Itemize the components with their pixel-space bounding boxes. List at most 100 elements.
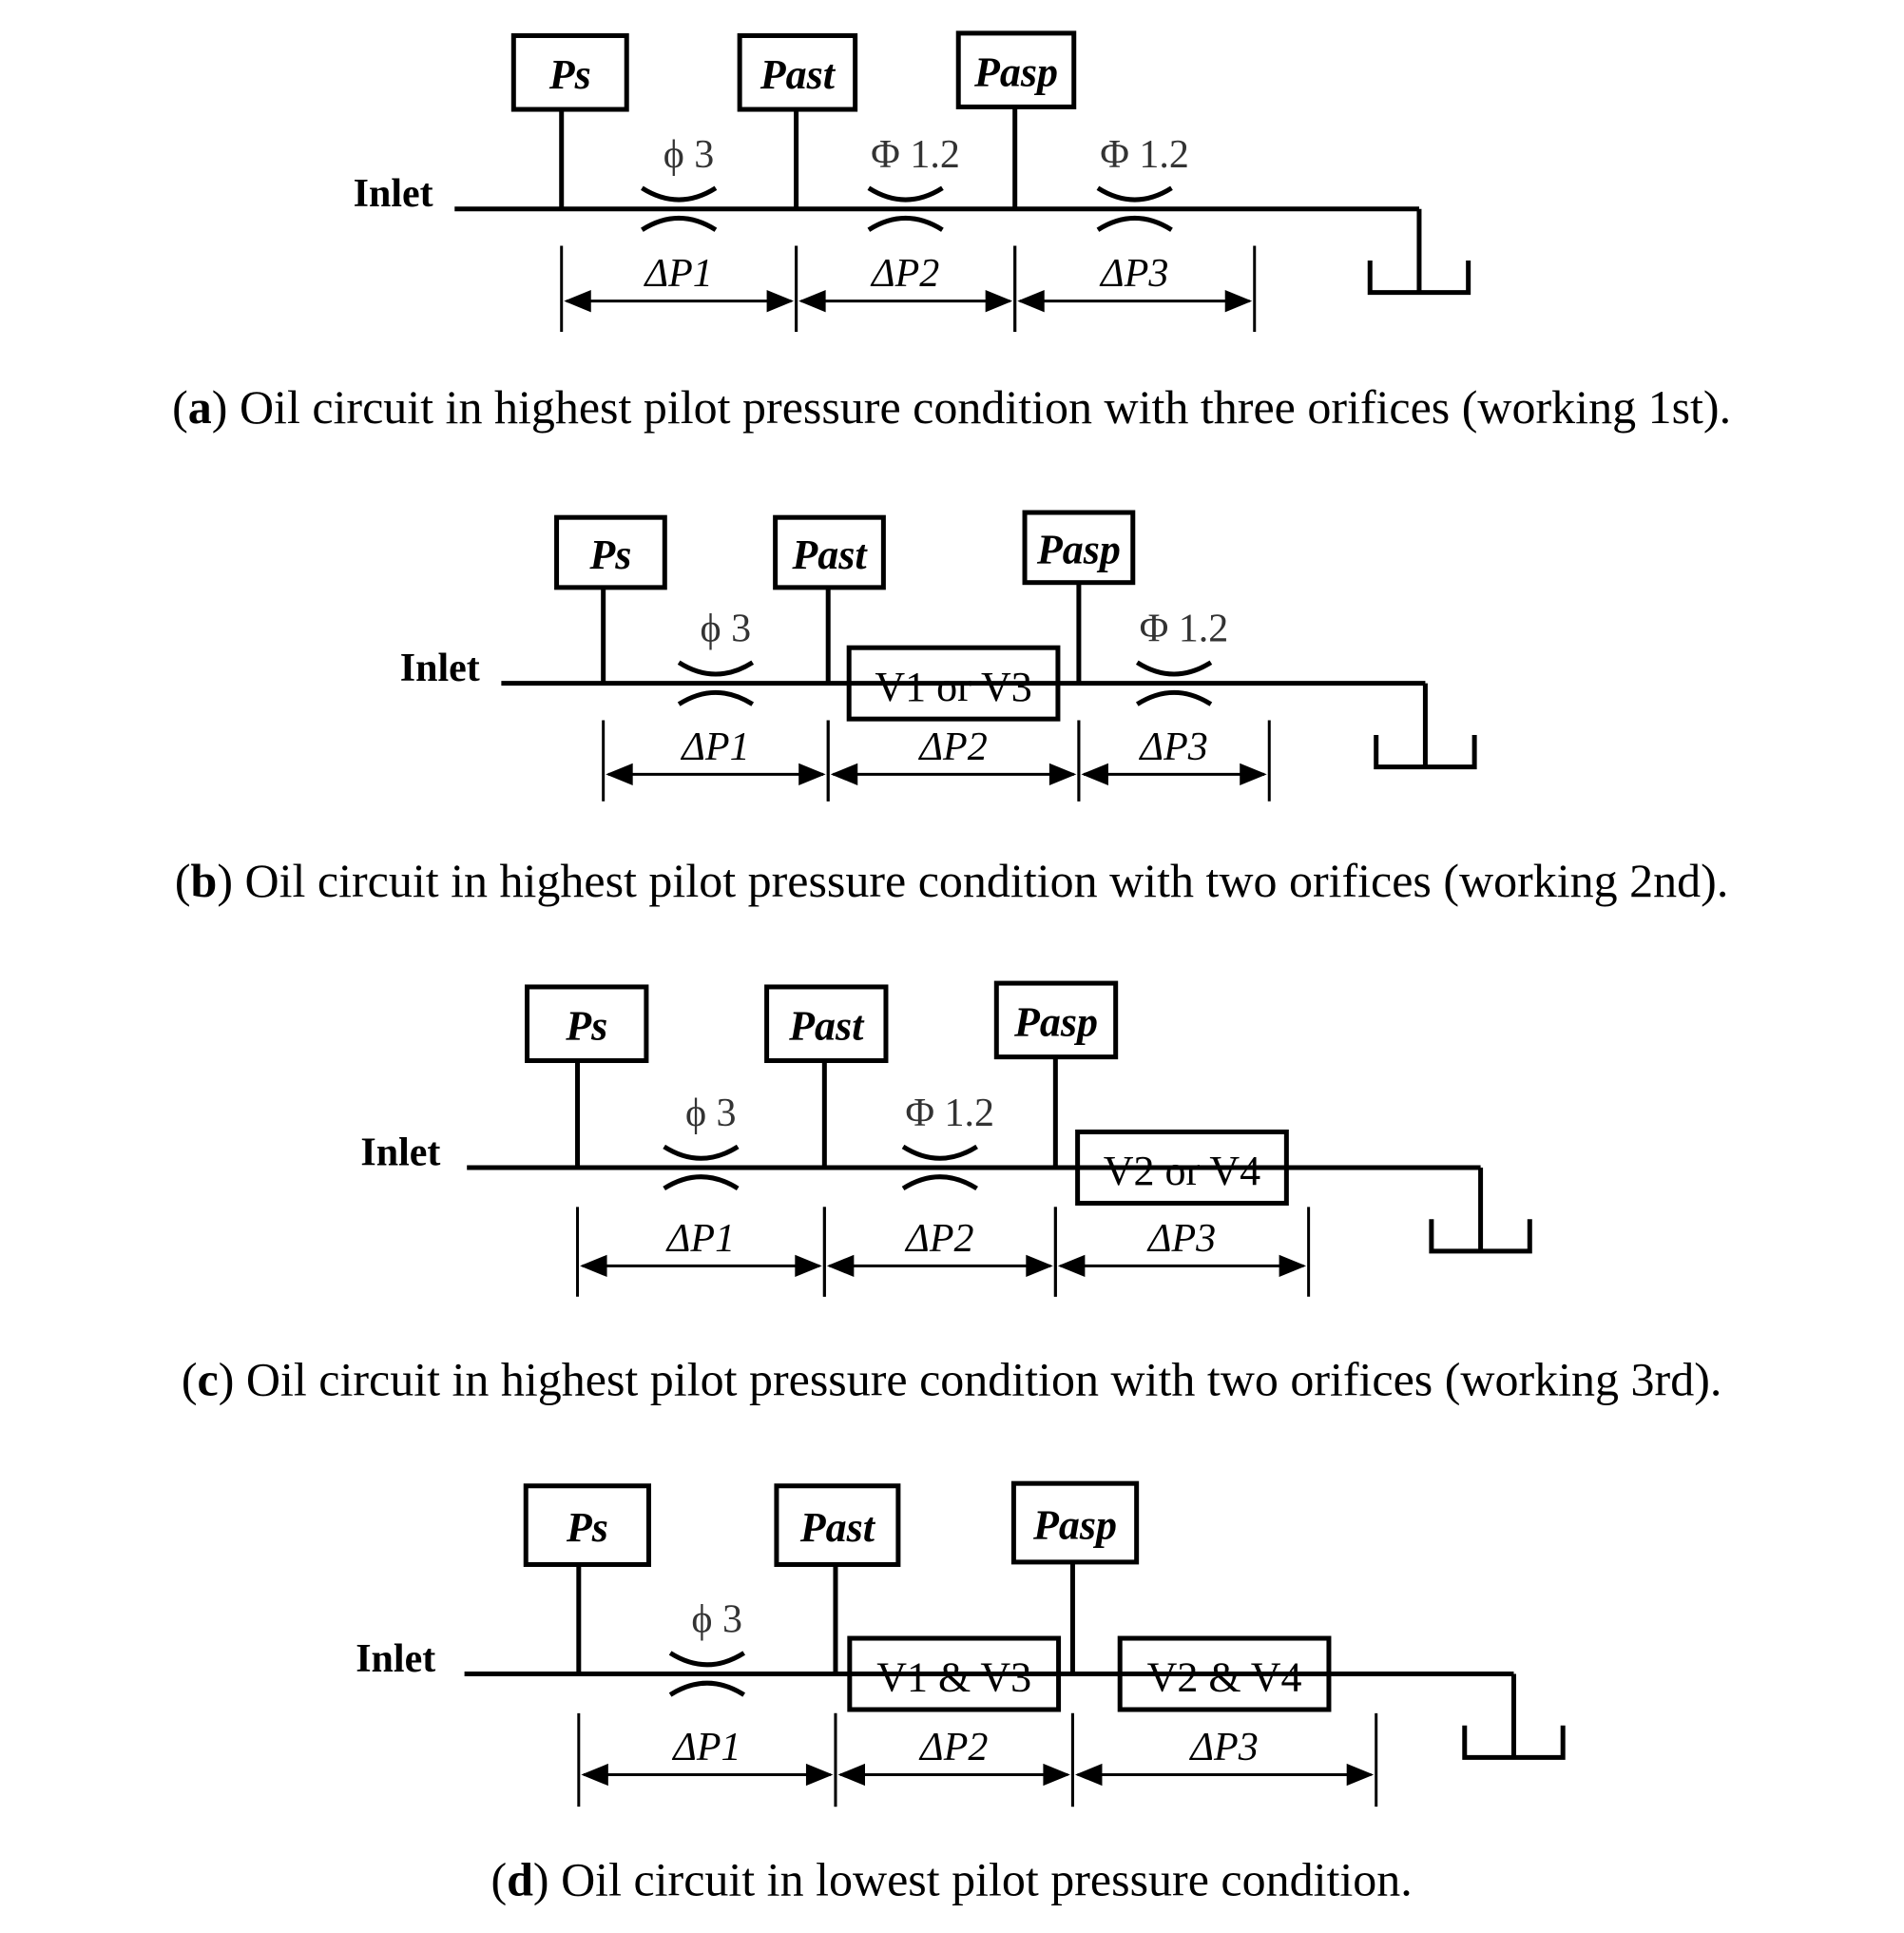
- pasp-gauge-box-label: Pasp: [1036, 527, 1121, 573]
- arrow-head: [1048, 763, 1077, 785]
- orifice-diameter-label: Φ 1.2: [905, 1092, 994, 1135]
- orifice-icon: [901, 1144, 978, 1161]
- orifice-icon: [1096, 215, 1173, 232]
- pasp-gauge-box-label: Pasp: [973, 48, 1058, 95]
- caption-open-paren: (: [175, 854, 191, 907]
- caption-text: ) Oil circuit in lowest pilot pressure c…: [533, 1853, 1413, 1906]
- arrow-head: [826, 1254, 855, 1278]
- pressure-drop-label: ΔP3: [1099, 252, 1168, 296]
- arrow-head: [798, 763, 826, 785]
- caption-text: ) Oil circuit in highest pilot pressure …: [219, 1353, 1722, 1406]
- caption-open-paren: (: [182, 1353, 198, 1406]
- ps-gauge-box: [523, 1483, 651, 1567]
- tank-icon: [1374, 734, 1477, 770]
- caption-letter: a: [188, 380, 212, 434]
- arrow-head: [606, 763, 633, 785]
- orifice-diameter-label: ϕ 3: [664, 133, 715, 177]
- pressure-drop-label: ΔP1: [671, 1726, 740, 1769]
- pasp-gauge-box-label: Pasp: [1013, 999, 1098, 1046]
- panel-caption: (a) Oil circuit in highest pilot pressur…: [172, 380, 1731, 434]
- valve-box: [1117, 1635, 1332, 1712]
- arrow-head: [581, 1763, 608, 1787]
- pressure-drop-label: ΔP3: [1188, 1726, 1258, 1769]
- tank-icon: [1462, 1725, 1566, 1760]
- valve-label: V2 & V4: [1147, 1654, 1302, 1701]
- circuit-panel-b: Inlet Ps Past Pasp ϕ 3 ΔP1 V1 or V3 ΔP2 Φ 1.2ΔP3…: [175, 510, 1728, 907]
- arrow-head: [1081, 763, 1108, 785]
- arrow-head: [1224, 290, 1253, 313]
- pasp-gauge-box-label: Pasp: [1032, 1501, 1117, 1548]
- orifice-icon: [867, 185, 944, 203]
- valve-box: [847, 1635, 1062, 1712]
- arrow-head: [1026, 1254, 1053, 1278]
- orifice-icon: [1135, 660, 1213, 677]
- orifice-icon: [867, 215, 944, 232]
- pressure-drop-label: ΔP3: [1138, 725, 1207, 769]
- arrow-head: [766, 290, 795, 313]
- pressure-drop-label: ΔP3: [1146, 1217, 1216, 1261]
- orifice-icon: [677, 689, 755, 706]
- past-gauge-box-label: Past: [791, 532, 868, 578]
- pressure-drop-label: ΔP2: [917, 725, 987, 769]
- arrow-head: [837, 1763, 865, 1787]
- arrow-head: [805, 1763, 834, 1787]
- inlet-label: Inlet: [356, 1637, 435, 1681]
- pressure-drop-label: ΔP1: [680, 725, 749, 769]
- orifice-diameter-label: Φ 1.2: [1140, 608, 1229, 651]
- arrow-head: [798, 290, 826, 313]
- orifice-diameter-label: Φ 1.2: [871, 133, 960, 177]
- arrow-head: [1279, 1254, 1307, 1278]
- arrow-head: [985, 290, 1013, 313]
- caption-text: ) Oil circuit in highest pilot pressure …: [217, 854, 1728, 907]
- past-gauge-box-label: Past: [799, 1504, 876, 1551]
- ps-gauge-box: [525, 984, 649, 1064]
- ps-gauge-box-label: Ps: [588, 532, 631, 578]
- valve-label: V1 or V3: [875, 664, 1031, 710]
- orifice-icon: [663, 1144, 740, 1161]
- arrow-head: [1346, 1763, 1375, 1787]
- valve-label: V1 & V3: [876, 1654, 1031, 1701]
- ps-gauge-box-label: Ps: [566, 1504, 608, 1551]
- arrow-head: [1017, 290, 1045, 313]
- caption-open-paren: (: [172, 380, 188, 434]
- orifice-diameter-label: ϕ 3: [700, 608, 751, 651]
- valve-label: V2 or V4: [1104, 1148, 1260, 1194]
- caption-letter: b: [191, 854, 218, 907]
- inlet-label: Inlet: [354, 172, 433, 216]
- panel-caption: (d) Oil circuit in lowest pilot pressure…: [490, 1853, 1412, 1906]
- orifice-icon: [1096, 185, 1173, 203]
- valve-box: [1075, 1129, 1289, 1206]
- orifice-icon: [641, 215, 718, 232]
- arrow-head: [580, 1254, 607, 1278]
- ps-gauge-box: [554, 514, 667, 590]
- orifice-diameter-label: ϕ 3: [685, 1092, 737, 1135]
- tank-icon: [1367, 261, 1471, 296]
- caption-open-paren: (: [490, 1853, 507, 1906]
- pressure-drop-label: ΔP1: [665, 1217, 735, 1261]
- arrow-head: [1057, 1254, 1086, 1278]
- pressure-drop-label: ΔP2: [904, 1217, 973, 1261]
- caption-text: ) Oil circuit in highest pilot pressure …: [212, 380, 1731, 434]
- orifice-diameter-label: Φ 1.2: [1100, 133, 1189, 177]
- circuit-panel-d: Inlet Ps Past Pasp ϕ 3 ΔP1 V1 & V3 ΔP2 V2 & V4 ΔP…: [356, 1480, 1566, 1906]
- panel-caption: (b) Oil circuit in highest pilot pressur…: [175, 854, 1728, 907]
- arrow-head: [1043, 1763, 1070, 1787]
- caption-letter: d: [507, 1853, 533, 1906]
- orifice-icon: [663, 1174, 740, 1191]
- past-gauge-box-label: Past: [788, 1003, 865, 1050]
- pressure-drop-label: ΔP2: [918, 1726, 988, 1769]
- arrow-head: [564, 290, 591, 313]
- valve-box: [846, 645, 1061, 722]
- inlet-label: Inlet: [360, 1131, 440, 1174]
- arrow-head: [1075, 1763, 1103, 1787]
- inlet-label: Inlet: [400, 647, 480, 690]
- orifice-icon: [668, 1651, 746, 1668]
- orifice-diameter-label: ϕ 3: [691, 1598, 742, 1642]
- orifice-icon: [677, 660, 755, 677]
- ps-gauge-box: [510, 32, 629, 112]
- arrow-head: [795, 1254, 822, 1278]
